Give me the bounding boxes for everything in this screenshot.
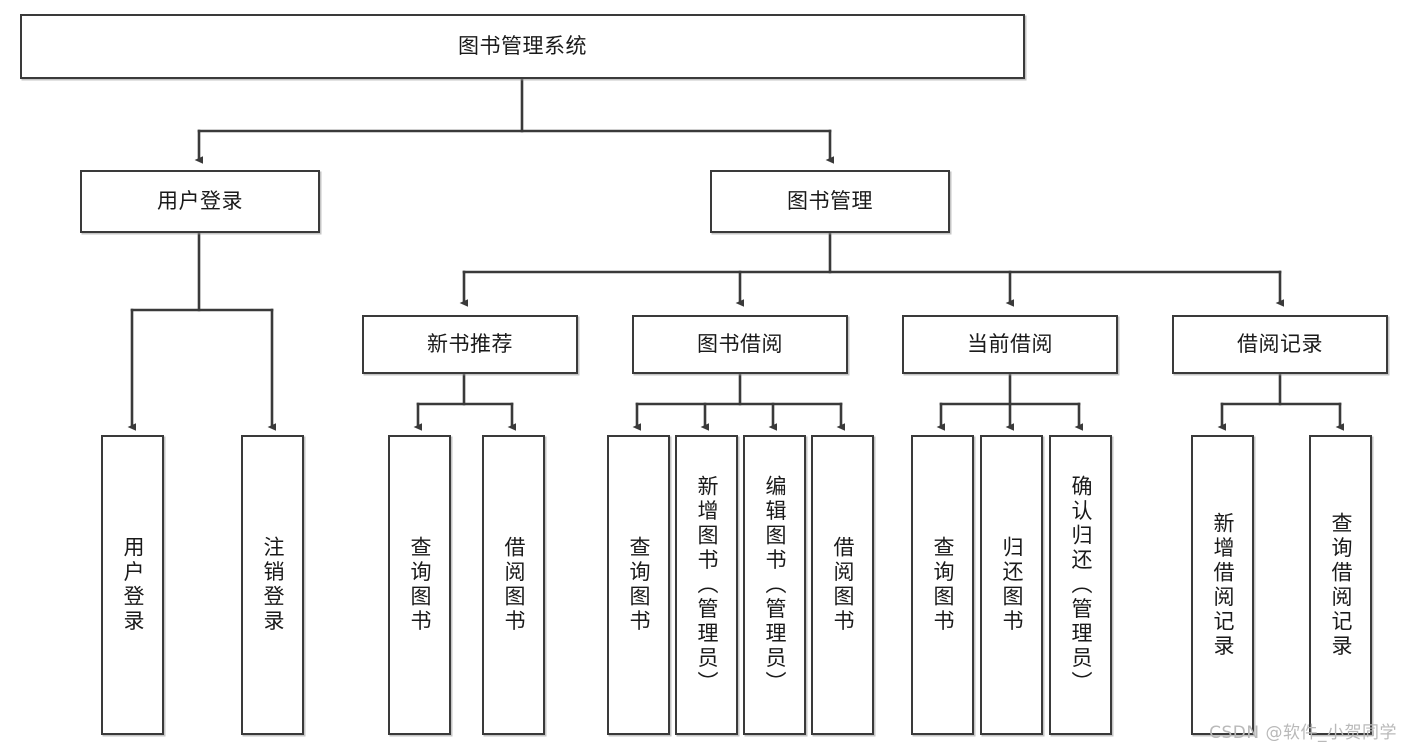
node-leaf-logout[interactable]: 注销登录 (241, 435, 304, 735)
node-leaf-user-login[interactable]: 用户登录 (101, 435, 164, 735)
node-leaf-query-record-label: 查询借阅记录 (1329, 511, 1353, 659)
node-new-book-recommend[interactable]: 新书推荐 (362, 315, 578, 374)
node-leaf-query-record[interactable]: 查询借阅记录 (1309, 435, 1372, 735)
node-leaf-query-book-3-label: 查询图书 (931, 536, 955, 634)
node-leaf-user-login-label: 用户登录 (121, 536, 145, 634)
node-borrow-record[interactable]: 借阅记录 (1172, 315, 1388, 374)
connectors (127, 77, 1345, 431)
node-leaf-query-book-2-label: 查询图书 (627, 536, 651, 634)
node-borrow-record-label: 借阅记录 (1237, 332, 1323, 357)
node-book-manage[interactable]: 图书管理 (710, 170, 950, 233)
node-leaf-edit-book[interactable]: 编辑图书（管理员） (743, 435, 806, 735)
node-leaf-borrow-book-1[interactable]: 借阅图书 (482, 435, 545, 735)
node-leaf-add-record-label: 新增借阅记录 (1211, 511, 1235, 659)
node-leaf-query-book-3[interactable]: 查询图书 (911, 435, 974, 735)
node-leaf-borrow-book-2[interactable]: 借阅图书 (811, 435, 874, 735)
node-leaf-return-book-label: 归还图书 (1000, 536, 1024, 634)
node-user-login-label: 用户登录 (157, 189, 243, 214)
node-root-label: 图书管理系统 (458, 34, 587, 59)
node-leaf-add-book-label: 新增图书（管理员） (695, 474, 719, 696)
node-root[interactable]: 图书管理系统 (20, 14, 1025, 79)
node-leaf-confirm-return[interactable]: 确认归还（管理员） (1049, 435, 1112, 735)
node-current-borrow[interactable]: 当前借阅 (902, 315, 1118, 374)
node-book-borrow-label: 图书借阅 (697, 332, 783, 357)
node-user-login[interactable]: 用户登录 (80, 170, 320, 233)
node-leaf-borrow-book-1-label: 借阅图书 (502, 536, 526, 634)
node-leaf-borrow-book-2-label: 借阅图书 (831, 536, 855, 634)
node-leaf-confirm-return-label: 确认归还（管理员） (1069, 474, 1093, 696)
node-leaf-query-book-1[interactable]: 查询图书 (388, 435, 451, 735)
node-leaf-add-book[interactable]: 新增图书（管理员） (675, 435, 738, 735)
node-leaf-add-record[interactable]: 新增借阅记录 (1191, 435, 1254, 735)
node-book-borrow[interactable]: 图书借阅 (632, 315, 848, 374)
node-new-book-recommend-label: 新书推荐 (427, 332, 513, 357)
node-leaf-logout-label: 注销登录 (261, 536, 285, 634)
node-leaf-query-book-1-label: 查询图书 (408, 536, 432, 634)
node-leaf-edit-book-label: 编辑图书（管理员） (763, 474, 787, 696)
node-leaf-query-book-2[interactable]: 查询图书 (607, 435, 670, 735)
node-book-manage-label: 图书管理 (787, 189, 873, 214)
node-current-borrow-label: 当前借阅 (967, 332, 1053, 357)
node-leaf-return-book[interactable]: 归还图书 (980, 435, 1043, 735)
